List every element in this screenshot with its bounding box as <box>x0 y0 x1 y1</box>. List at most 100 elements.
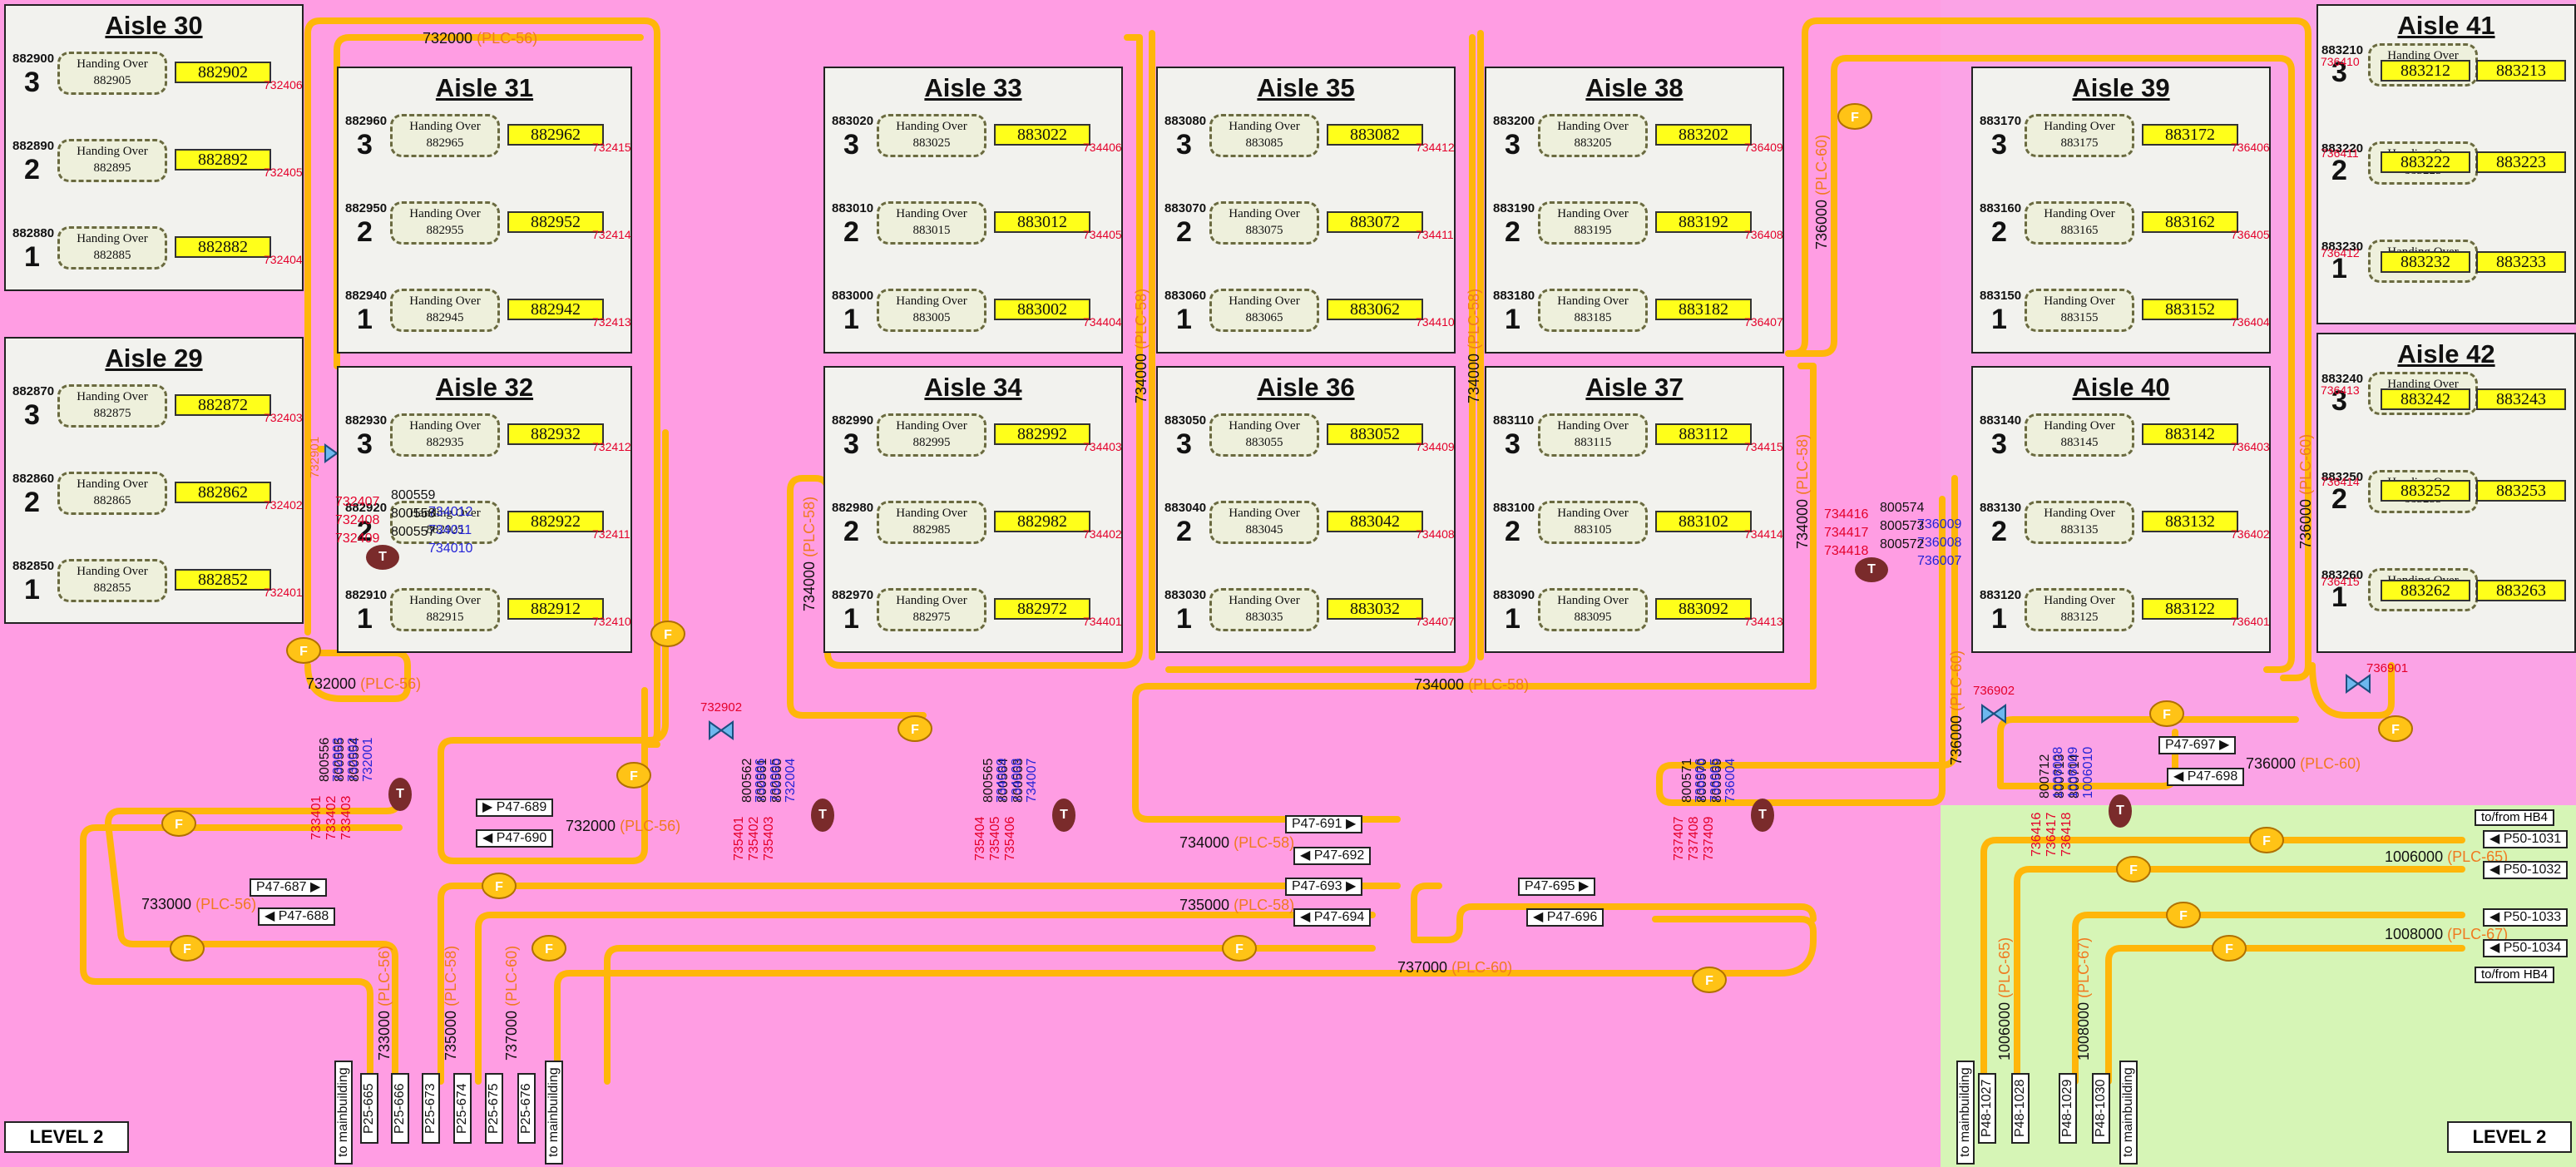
port-p47-693[interactable]: P47-693 ▶ <box>1285 878 1362 896</box>
port-p47-687[interactable]: P47-687 ▶ <box>250 878 327 897</box>
yellow-station[interactable]: 883072 <box>1327 211 1423 233</box>
handover-station[interactable]: Handing Over883025 <box>877 114 986 157</box>
port-p50-1034[interactable]: ◀ P50-1034 <box>2483 939 2568 957</box>
yellow-station[interactable]: 883263 <box>2476 580 2566 601</box>
port-p25-674[interactable]: P25-674 <box>453 1073 472 1144</box>
yellow-station[interactable]: 882912 <box>507 598 604 620</box>
yellow-station[interactable]: 883212 <box>2381 60 2470 82</box>
valve-icon[interactable] <box>1982 705 2005 722</box>
yellow-station[interactable]: 883122 <box>2142 598 2238 620</box>
yellow-station[interactable]: 883112 <box>1655 423 1752 445</box>
yellow-station[interactable]: 882882 <box>175 236 271 258</box>
yellow-station[interactable]: 883223 <box>2476 151 2566 173</box>
port-p25-673[interactable]: P25-673 <box>422 1073 440 1144</box>
yellow-station[interactable]: 882962 <box>507 124 604 146</box>
yellow-station[interactable]: 882872 <box>175 394 271 416</box>
yellow-station[interactable]: 882972 <box>994 598 1090 620</box>
yellow-station[interactable]: 883233 <box>2476 251 2566 273</box>
port-p47-694[interactable]: ◀ P47-694 <box>1293 908 1371 927</box>
yellow-station[interactable]: 883152 <box>2142 299 2238 320</box>
yellow-station[interactable]: 883213 <box>2476 60 2566 82</box>
port-p47-697[interactable]: P47-697 ▶ <box>2158 736 2236 754</box>
yellow-station[interactable]: 883202 <box>1655 124 1752 146</box>
yellow-station[interactable]: 883032 <box>1327 598 1423 620</box>
yellow-station[interactable]: 883243 <box>2476 388 2566 410</box>
valve-icon[interactable] <box>710 722 733 739</box>
port-p47-696[interactable]: ◀ P47-696 <box>1526 908 1604 927</box>
port-p48-1027[interactable]: P48-1027 <box>1978 1073 1996 1144</box>
yellow-station[interactable]: 883092 <box>1655 598 1752 620</box>
yellow-station[interactable]: 883062 <box>1327 299 1423 320</box>
handover-station[interactable]: Handing Over883185 <box>1538 289 1648 332</box>
port-p48-1029[interactable]: P48-1029 <box>2059 1073 2077 1144</box>
yellow-station[interactable]: 883142 <box>2142 423 2238 445</box>
handover-station[interactable]: Handing Over883045 <box>1209 501 1319 544</box>
yellow-station[interactable]: 883042 <box>1327 511 1423 532</box>
yellow-station[interactable]: 882852 <box>175 569 271 591</box>
yellow-station[interactable]: 883262 <box>2381 580 2470 601</box>
port-p48-1030[interactable]: P48-1030 <box>2092 1073 2110 1144</box>
yellow-station[interactable]: 882892 <box>175 149 271 171</box>
yellow-station[interactable]: 883232 <box>2381 251 2470 273</box>
yellow-station[interactable]: 882992 <box>994 423 1090 445</box>
yellow-station[interactable]: 883052 <box>1327 423 1423 445</box>
yellow-station[interactable]: 882922 <box>507 511 604 532</box>
yellow-station[interactable]: 882942 <box>507 299 604 320</box>
port-p25-666[interactable]: P25-666 <box>391 1073 409 1144</box>
yellow-station[interactable]: 882932 <box>507 423 604 445</box>
port-p47-695[interactable]: P47-695 ▶ <box>1518 878 1595 896</box>
handover-station[interactable]: Handing Over882985 <box>877 501 986 544</box>
port-p47-689[interactable]: ▶ P47-689 <box>476 799 553 817</box>
yellow-station[interactable]: 882902 <box>175 62 271 83</box>
port-p48-1028[interactable]: P48-1028 <box>2011 1073 2030 1144</box>
port-p50-1031[interactable]: ◀ P50-1031 <box>2483 830 2568 848</box>
port-p47-698[interactable]: ◀ P47-698 <box>2167 768 2244 786</box>
yellow-station[interactable]: 882952 <box>507 211 604 233</box>
yellow-station[interactable]: 883002 <box>994 299 1090 320</box>
valve-icon[interactable] <box>2346 675 2370 692</box>
port-p50-1032[interactable]: ◀ P50-1032 <box>2483 861 2568 879</box>
port-p47-691[interactable]: P47-691 ▶ <box>1285 815 1362 833</box>
yellow-station[interactable]: 883172 <box>2142 124 2238 146</box>
yellow-station[interactable]: 883162 <box>2142 211 2238 233</box>
port-p47-692[interactable]: ◀ P47-692 <box>1293 847 1371 865</box>
port-p25-665[interactable]: P25-665 <box>360 1073 378 1144</box>
yellow-station[interactable]: 883102 <box>1655 511 1752 532</box>
port-p50-1033[interactable]: ◀ P50-1033 <box>2483 908 2568 927</box>
yellow-station[interactable]: 883012 <box>994 211 1090 233</box>
yellow-station[interactable]: 882862 <box>175 482 271 503</box>
yellow-station[interactable]: 883082 <box>1327 124 1423 146</box>
yellow-station[interactable]: 883192 <box>1655 211 1752 233</box>
yellow-station[interactable]: 883253 <box>2476 480 2566 502</box>
port-p47-688[interactable]: ◀ P47-688 <box>258 907 335 926</box>
yellow-station[interactable]: 883132 <box>2142 511 2238 532</box>
port-p47-690[interactable]: ◀ P47-690 <box>476 829 553 848</box>
